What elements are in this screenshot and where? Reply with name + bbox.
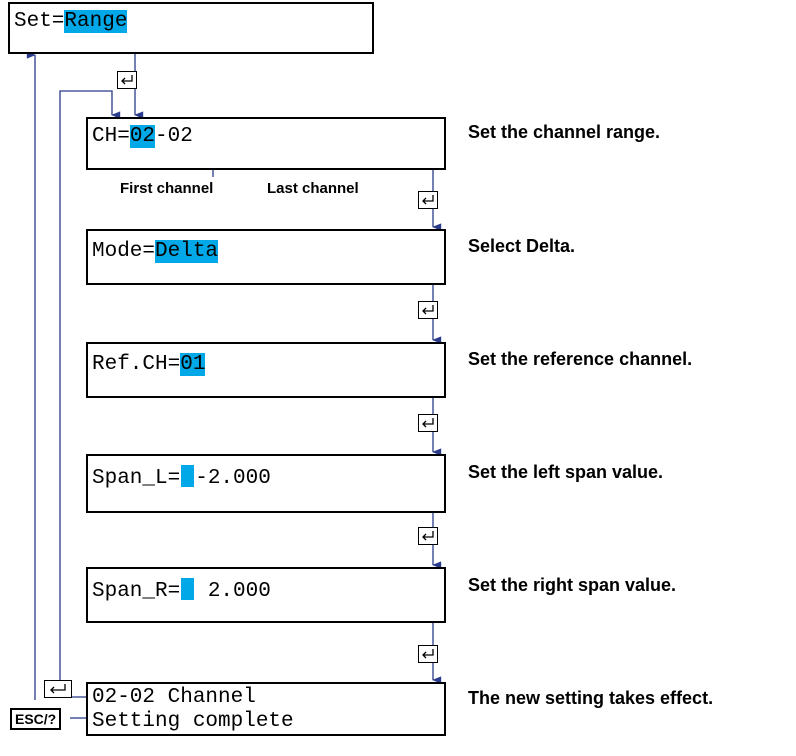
complete-display: 02-02 Channel Setting complete: [86, 682, 446, 736]
ch-description: Set the channel range.: [468, 122, 661, 142]
input-cursor: [181, 465, 195, 487]
enter-key-icon[interactable]: [418, 414, 438, 432]
span-l-description: Set the left span value.: [468, 462, 664, 482]
ch-first-value: 02: [129, 125, 156, 148]
set-label: Set=: [14, 10, 65, 33]
ch-last-value: 02: [167, 125, 193, 148]
enter-key-icon[interactable]: [418, 191, 438, 209]
first-channel-note: First channel: [120, 180, 214, 197]
done-description: The new setting takes effect.: [468, 688, 714, 708]
complete-line-2: Setting complete: [92, 710, 294, 733]
set-value: Range: [64, 10, 128, 33]
span-left-display: Span_L= -2.000: [86, 454, 446, 513]
span-r-label: Span_R=: [92, 580, 181, 603]
enter-key-icon[interactable]: [117, 71, 137, 89]
input-cursor: [181, 578, 195, 600]
ref-value: 01: [180, 353, 206, 376]
enter-key-icon[interactable]: [44, 680, 72, 698]
span-r-value: 2.000: [195, 580, 271, 603]
enter-key-icon[interactable]: [418, 301, 438, 319]
mode-description: Select Delta.: [468, 236, 576, 256]
mode-value: Delta: [155, 240, 219, 263]
ref-description: Set the reference channel.: [468, 349, 693, 369]
complete-line-1: 02-02 Channel: [92, 686, 256, 709]
enter-key-icon[interactable]: [418, 645, 438, 663]
enter-key-icon[interactable]: [418, 527, 438, 545]
channel-display: CH=02-02: [86, 117, 446, 170]
ch-label: CH=: [92, 125, 130, 148]
set-range-display: Set=Range: [8, 2, 374, 54]
ch-separator: -: [155, 125, 168, 148]
span-l-label: Span_L=: [92, 467, 181, 490]
last-channel-note: Last channel: [267, 180, 359, 197]
span-right-display: Span_R= 2.000: [86, 567, 446, 623]
ref-channel-display: Ref.CH=01: [86, 342, 446, 398]
mode-display: Mode=Delta: [86, 229, 446, 285]
span-l-value: -2.000: [195, 467, 271, 490]
mode-label: Mode=: [92, 240, 156, 263]
ref-label: Ref.CH=: [92, 353, 181, 376]
esc-key-button[interactable]: ESC/?: [10, 708, 62, 730]
span-r-description: Set the right span value.: [468, 575, 677, 595]
